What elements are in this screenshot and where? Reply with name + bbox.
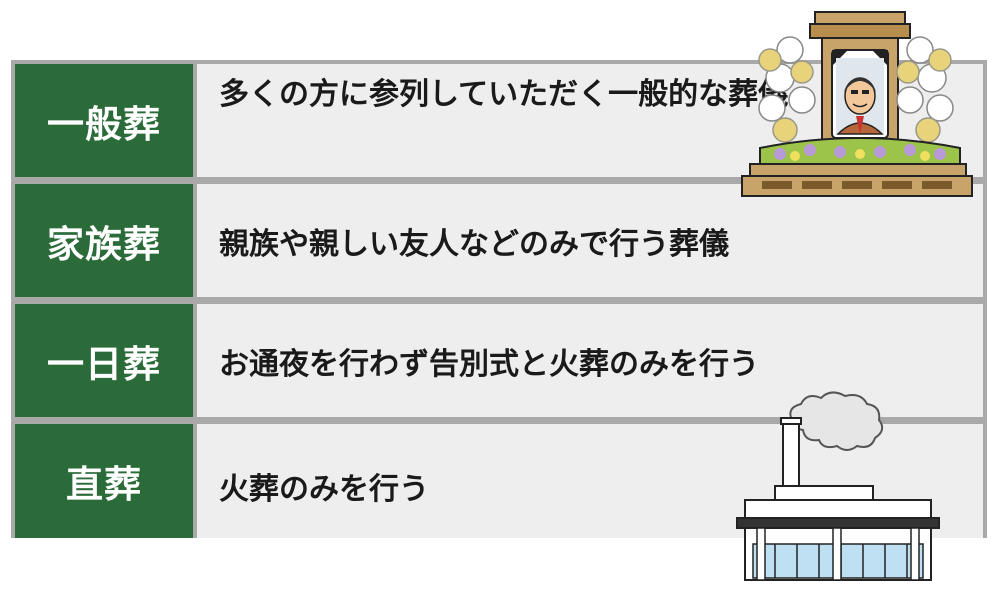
description-line: 多くの方に参列していただく <box>219 77 609 112</box>
row-label: 家族葬 <box>15 184 193 297</box>
row-label: 一日葬 <box>15 304 193 417</box>
funeral-altar-icon <box>741 11 973 197</box>
row-description: 親族や親しい友人などのみで行う葬儀 <box>197 184 983 297</box>
description-line: 親族や親しい友人などのみで行う葬儀 <box>219 226 729 262</box>
description-line: 一般的な葬儀 <box>608 77 789 112</box>
description-line: お通夜を行わず告別式と火葬のみを行う <box>219 346 759 382</box>
description-line: 火葬のみを行う <box>219 472 429 507</box>
row-label: 直葬 <box>15 424 193 538</box>
crematorium-icon <box>736 391 940 581</box>
table-row-kazoku: 家族葬 親族や親しい友人などのみで行う葬儀 <box>11 180 987 297</box>
row-label: 一般葬 <box>15 64 193 177</box>
